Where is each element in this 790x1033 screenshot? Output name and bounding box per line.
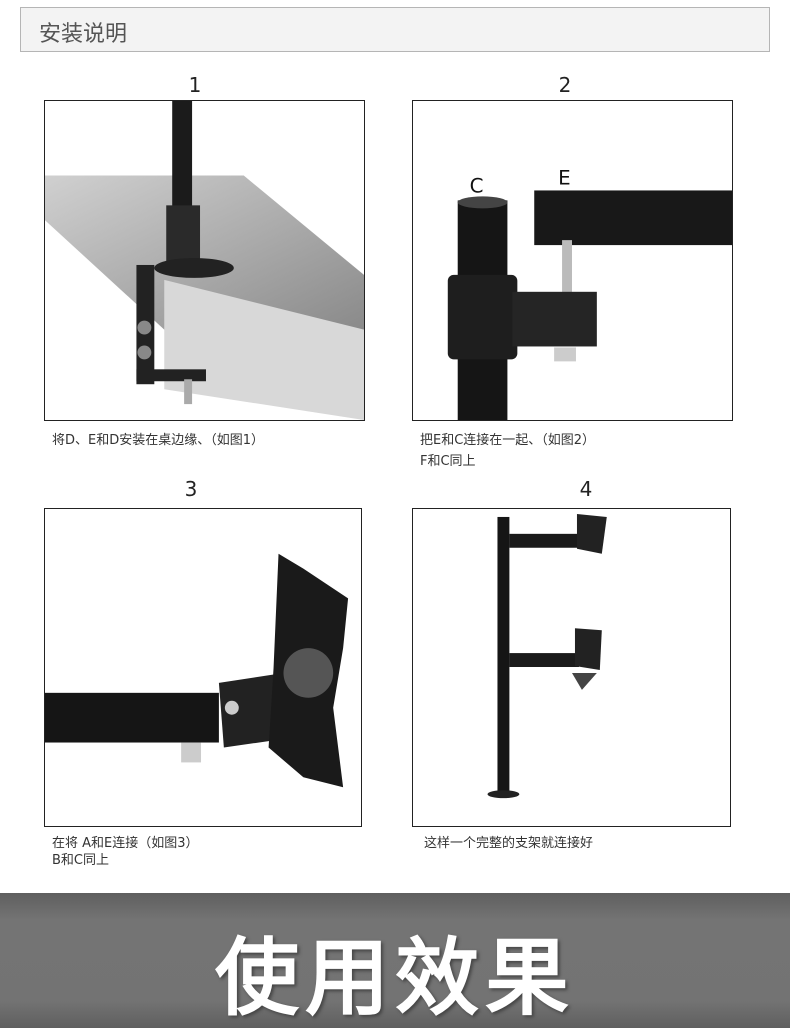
caption-line: B和C同上 — [52, 853, 109, 868]
step-2-image: C E — [412, 100, 733, 421]
section-title: 安装说明 — [39, 22, 128, 47]
step-1-image — [44, 100, 365, 421]
step-3-caption: 在将 A和E连接（如图3） B和C同上 — [52, 833, 199, 871]
usage-effect-banner: 使用效果 — [0, 893, 790, 1028]
step-4-caption: 这样一个完整的支架就连接好 — [424, 833, 593, 854]
caption-line: 把E和C连接在一起、（如图2） — [420, 433, 596, 448]
step-number-2: 2 — [558, 73, 572, 97]
caption-line: 这样一个完整的支架就连接好 — [424, 836, 594, 851]
step-number-4: 4 — [579, 477, 593, 501]
caption-line: 在将 A和E连接（如图3） — [52, 836, 199, 851]
section-header: 安装说明 — [20, 7, 770, 52]
part-label-c: C — [470, 174, 484, 197]
caption-line: 将D、E和D安装在桌边缘、（如图1） — [52, 433, 265, 448]
step-1-caption: 将D、E和D安装在桌边缘、（如图1） — [52, 430, 264, 451]
step-number-1: 1 — [188, 73, 202, 97]
step-2-caption: 把E和C连接在一起、（如图2） F和C同上 — [420, 430, 595, 472]
caption-line: F和C同上 — [420, 454, 476, 469]
banner-title: 使用效果 — [214, 928, 575, 1027]
part-label-e: E — [558, 166, 571, 189]
step-number-3: 3 — [184, 477, 198, 501]
step-4-image — [412, 508, 731, 827]
step-3-image — [44, 508, 362, 827]
